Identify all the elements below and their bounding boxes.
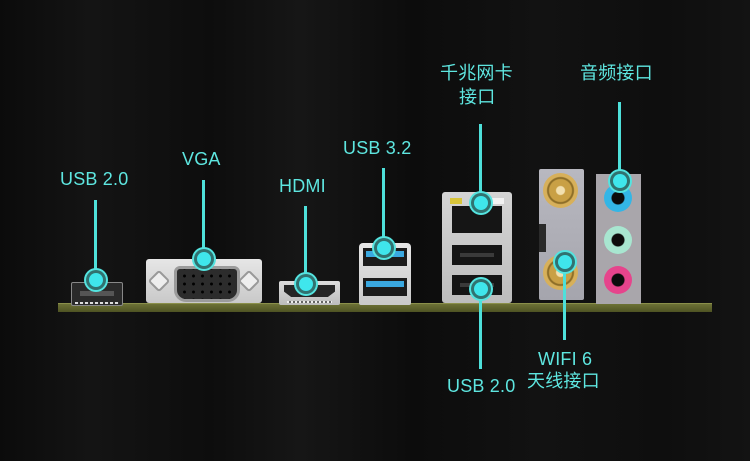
- label-lan-line2: 接口: [459, 87, 496, 108]
- usb32-stack: [359, 243, 411, 305]
- label-usb20-right: USB 2.0: [447, 376, 516, 396]
- vga-port: [146, 259, 262, 303]
- usb20-port-upper: [452, 245, 502, 265]
- sma-connector-top: [543, 173, 578, 208]
- label-wifi-line2: 天线接口: [527, 371, 600, 392]
- rj45-port: [452, 206, 502, 233]
- marker-usb32: [377, 241, 391, 255]
- label-usb32: USB 3.2: [343, 138, 412, 158]
- label-audio: 音频接口: [580, 63, 653, 84]
- marker-wifi: [558, 255, 572, 269]
- marker-audio: [613, 174, 627, 188]
- label-usb20-left: USB 2.0: [60, 169, 129, 189]
- audio-jack-mic: [604, 266, 632, 294]
- marker-hdmi: [299, 277, 313, 291]
- hdmi-port: [279, 281, 340, 305]
- usb-slot: [460, 253, 494, 257]
- leader-lan: [479, 124, 482, 200]
- vga-connector: [174, 266, 240, 302]
- leader-wifi: [563, 260, 566, 340]
- vga-screw-left: [147, 269, 171, 293]
- label-lan-line1: 千兆网卡: [440, 63, 513, 84]
- marker-usb20-right: [474, 282, 488, 296]
- audio-jack-line-out: [604, 184, 632, 212]
- audio-panel: [596, 174, 641, 304]
- leader-usb20-right: [479, 289, 482, 369]
- audio-jack-line-in: [604, 226, 632, 254]
- lan-led-link: [450, 198, 462, 204]
- leader-usb32: [382, 168, 385, 246]
- label-wifi-line1: WIFI 6: [538, 349, 593, 369]
- usb-slot: [80, 291, 114, 296]
- hdmi-pins: [287, 301, 332, 303]
- marker-vga: [197, 252, 211, 266]
- label-hdmi: HDMI: [279, 176, 326, 196]
- usb32-port-bottom: [363, 278, 407, 296]
- leader-usb20-left: [94, 200, 97, 278]
- leader-audio: [618, 102, 621, 180]
- marker-usb20-left: [89, 273, 103, 287]
- lan-usb-stack: [442, 192, 512, 303]
- usb-pins: [75, 302, 119, 304]
- label-vga: VGA: [182, 149, 221, 169]
- marker-lan: [474, 196, 488, 210]
- bracket-slot: [539, 224, 546, 252]
- usb32-tongue: [366, 281, 404, 287]
- wifi-bracket: [539, 169, 584, 300]
- lan-led-activity: [492, 198, 504, 204]
- leader-vga: [202, 180, 205, 257]
- hdmi-opening: [284, 285, 335, 297]
- vga-screw-right: [237, 269, 261, 293]
- leader-hdmi: [304, 206, 307, 282]
